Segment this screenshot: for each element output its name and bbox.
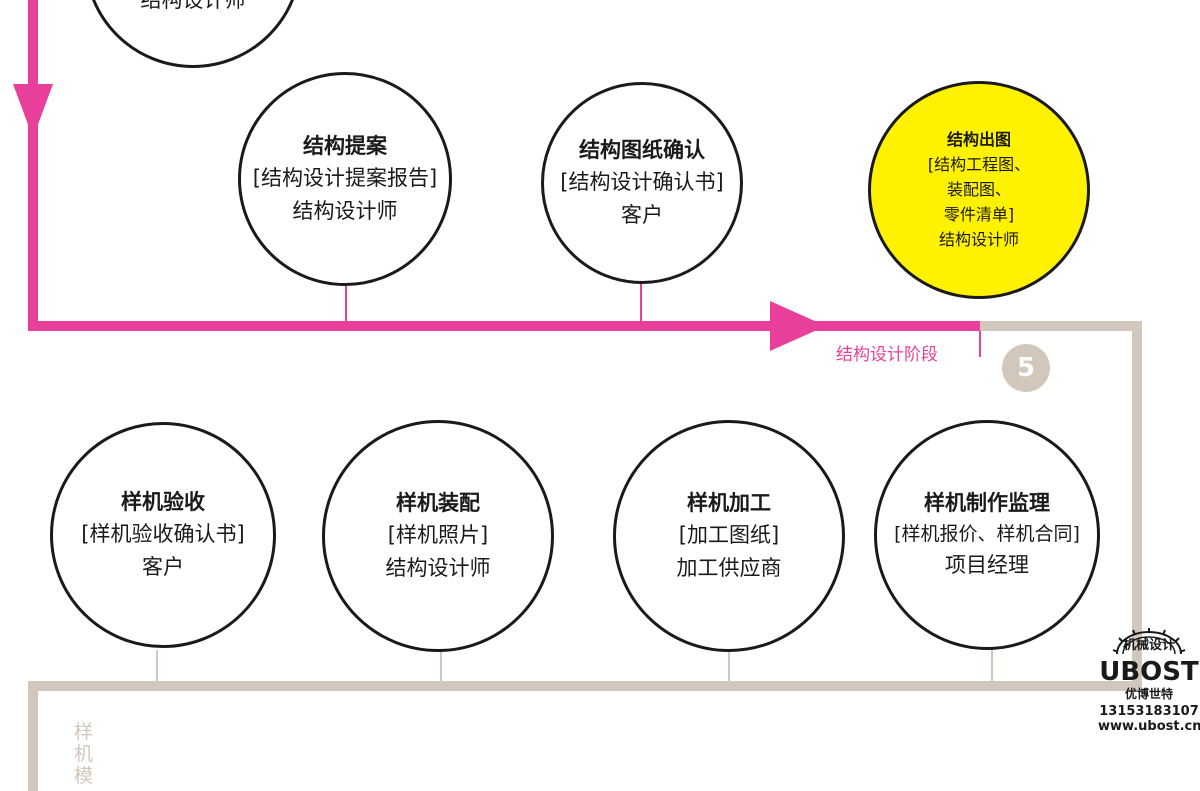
step-owner: 结构设计师 <box>292 198 398 223</box>
step-title: 样机加工 <box>687 491 771 516</box>
step-doc: [加工图纸] <box>678 523 780 548</box>
step-title: 样机制作监理 <box>924 491 1050 516</box>
step-doc: [结构设计确认书] <box>560 170 724 195</box>
step-doc-line: [结构工程图、 <box>927 155 1031 175</box>
step-owner: 项目经理 <box>945 553 1029 578</box>
step-title: 样机验收 <box>121 490 205 515</box>
magenta-down-arrow <box>13 84 53 138</box>
top-partial-owner: 结构设计师 <box>141 0 246 13</box>
gear-icon <box>1112 628 1186 655</box>
stage-label: 结构设计阶段 <box>836 345 938 365</box>
magenta-right-arrow <box>770 301 826 351</box>
step-owner: 结构设计师 <box>385 555 491 580</box>
step-title: 结构提案 <box>303 134 387 159</box>
stage-number-badge: 5 <box>1002 344 1050 392</box>
next-stage-label: 样机模 <box>74 721 94 787</box>
step-title: 结构出图 <box>946 130 1011 150</box>
step-owner: 客户 <box>621 202 663 227</box>
step-doc-line: 装配图、 <box>946 180 1011 200</box>
step-owner: 结构设计师 <box>938 229 1019 249</box>
circle-prototype-acceptance: 样机验收 [样机验收确认书] 客户 <box>50 422 276 648</box>
logo-gear-text: 机械设计 <box>1122 638 1175 653</box>
step-title: 结构图纸确认 <box>579 138 705 163</box>
circle-prototype-assembly: 样机装配 [样机照片] 结构设计师 <box>322 420 554 652</box>
circle-prototype-supervision: 样机制作监理 [样机报价、样机合同] 项目经理 <box>874 420 1100 650</box>
step-title: 样机装配 <box>396 491 480 516</box>
logo-website: www.ubost.cn <box>1098 719 1200 734</box>
circle-prototype-machining: 样机加工 [加工图纸] 加工供应商 <box>613 420 845 652</box>
step-owner: 客户 <box>142 554 184 579</box>
step-doc: [样机报价、样机合同] <box>894 522 1080 545</box>
circle-drawing-confirm: 结构图纸确认 [结构设计确认书] 客户 <box>541 82 743 284</box>
step-doc-line: 零件清单] <box>943 204 1015 224</box>
circle-structure-proposal: 结构提案 [结构设计提案报告] 结构设计师 <box>238 72 452 286</box>
step-owner: 加工供应商 <box>676 555 782 580</box>
logo-phone: 13153183107 <box>1099 704 1199 719</box>
step-doc: [结构设计提案报告] <box>252 166 438 191</box>
circle-structure-drawing: 结构出图 [结构工程图、 装配图、 零件清单] 结构设计师 <box>868 81 1090 299</box>
ubost-logo: 机械设计 UBOST 优博世特 13153183107 www.ubost.cn <box>1098 626 1200 734</box>
step-doc: [样机照片] <box>387 523 489 548</box>
logo-brand: UBOST <box>1099 657 1199 687</box>
logo-sub: 优博世特 <box>1124 687 1173 701</box>
step-doc: [样机验收确认书] <box>81 522 245 547</box>
